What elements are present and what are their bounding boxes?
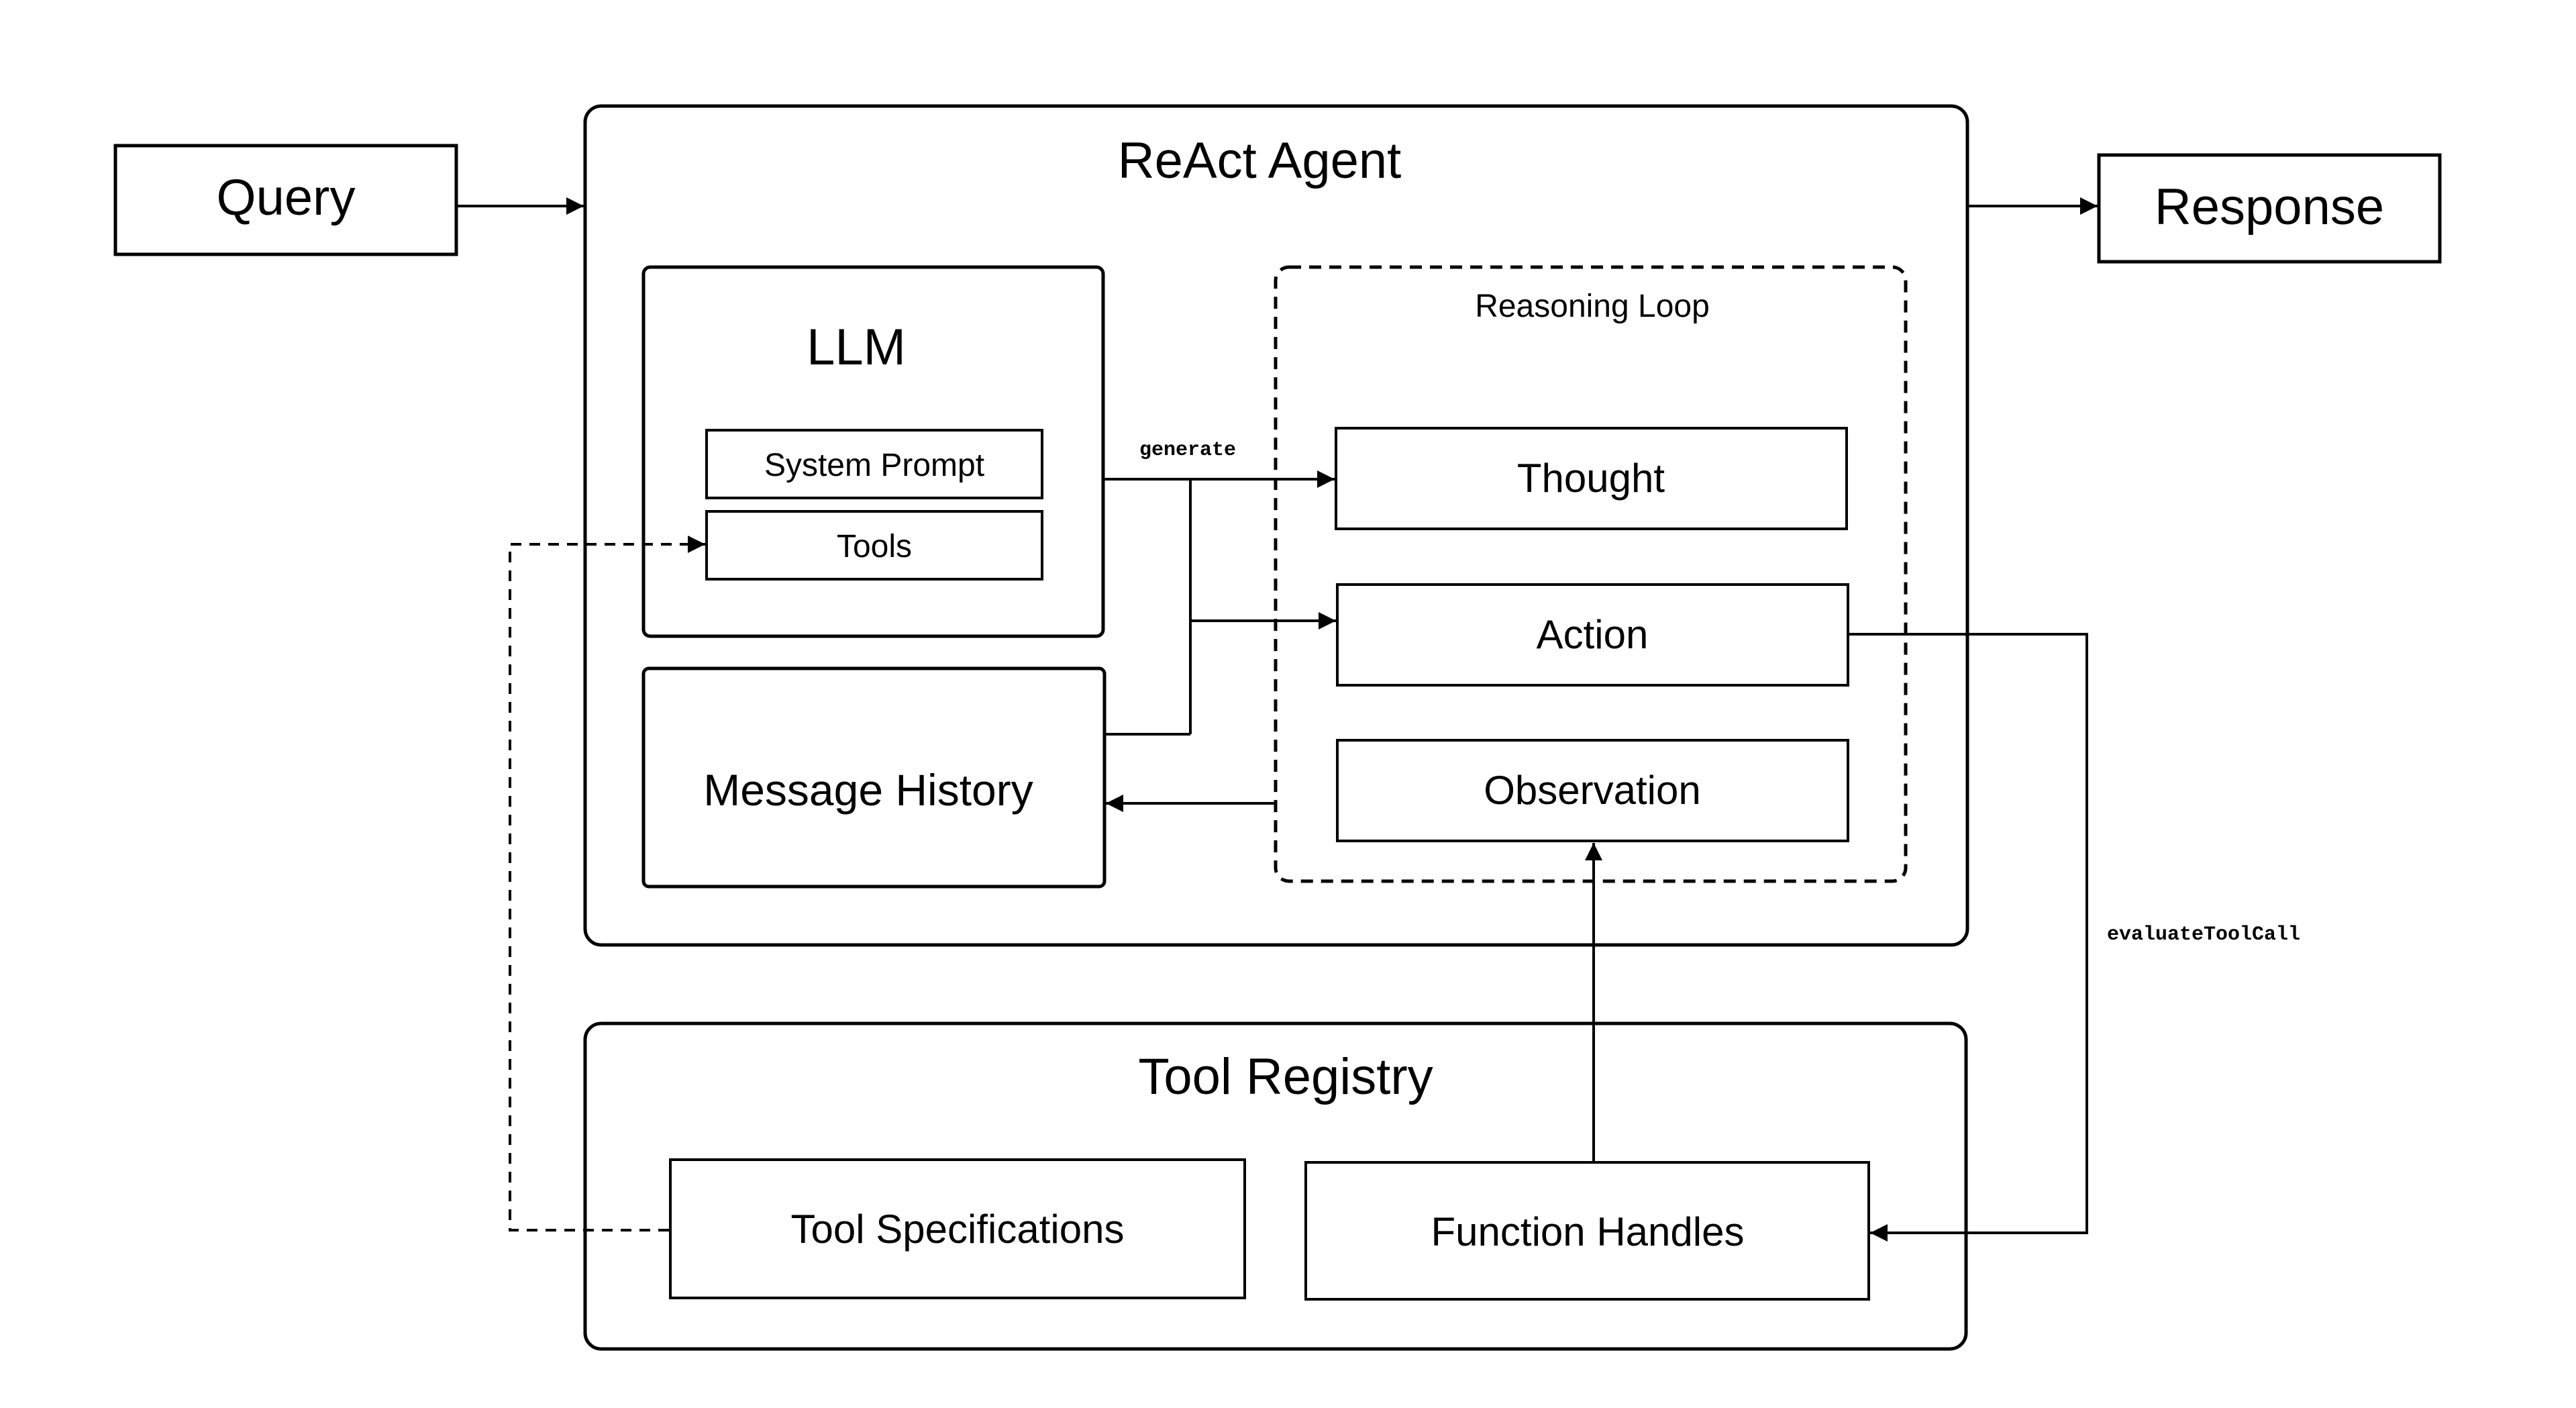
action-node: Action [1336, 583, 1849, 687]
generate-edge: generate [1104, 439, 1336, 736]
query-node: Query [113, 144, 458, 256]
thought-node: Thought [1335, 427, 1848, 530]
system-prompt-label: System Prompt [764, 448, 984, 483]
observation-label: Observation [1484, 768, 1701, 813]
tools-label: Tools [837, 529, 912, 564]
response-label: Response [2155, 179, 2384, 236]
observation-node: Observation [1336, 739, 1849, 842]
tool-registry-title: Tool Registry [1138, 1048, 1433, 1105]
llm-title: LLM [807, 319, 906, 376]
message-history-label: Message History [703, 765, 1033, 815]
function-handles-label: Function Handles [1431, 1209, 1745, 1254]
system-prompt-node: System Prompt [705, 429, 1043, 499]
message-history-node: Message History [641, 666, 1106, 889]
reasoning-loop-container: Reasoning Loop [1274, 265, 1908, 883]
react-agent-title: ReAct Agent [1118, 132, 1402, 189]
query-label: Query [217, 169, 356, 226]
reasoning-loop-title: Reasoning Loop [1475, 289, 1710, 324]
response-node: Response [2097, 153, 2442, 264]
thought-label: Thought [1517, 456, 1665, 501]
specs-to-tools-arrow [509, 536, 705, 1231]
evaluate-tool-call-edge: evaluateToolCall [1849, 633, 2300, 1242]
tool-specifications-node: Tool Specifications [669, 1158, 1246, 1299]
action-label: Action [1537, 612, 1649, 657]
generate-label: generate [1139, 439, 1236, 462]
tools-node: Tools [705, 510, 1043, 581]
evaluate-tool-call-label: evaluateToolCall [2107, 923, 2300, 946]
tool-specifications-label: Tool Specifications [791, 1207, 1125, 1252]
function-handles-node: Function Handles [1304, 1161, 1870, 1301]
